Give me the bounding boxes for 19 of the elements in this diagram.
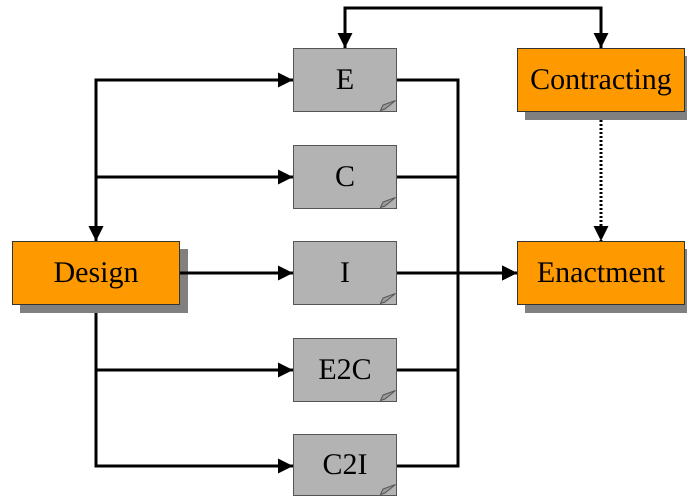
- document-box: [293, 434, 397, 496]
- arrow: [88, 170, 293, 241]
- arrow: [180, 266, 293, 280]
- document-box: [293, 145, 397, 209]
- arrow: [338, 6, 608, 48]
- arrow: [594, 120, 608, 241]
- node-label: Design: [54, 256, 138, 290]
- node-label: E2C: [318, 353, 372, 387]
- document-box: [293, 338, 397, 402]
- document-box: [293, 241, 397, 305]
- node-label: Enactment: [536, 256, 666, 290]
- node-label: Contracting: [530, 63, 672, 97]
- document-box: [293, 48, 397, 112]
- arrow: [397, 266, 517, 468]
- node-label: I: [340, 256, 350, 290]
- node-label: C: [334, 160, 355, 194]
- arrow: [94, 313, 293, 474]
- node-label: C2I: [322, 448, 368, 482]
- node-label: E: [336, 63, 354, 97]
